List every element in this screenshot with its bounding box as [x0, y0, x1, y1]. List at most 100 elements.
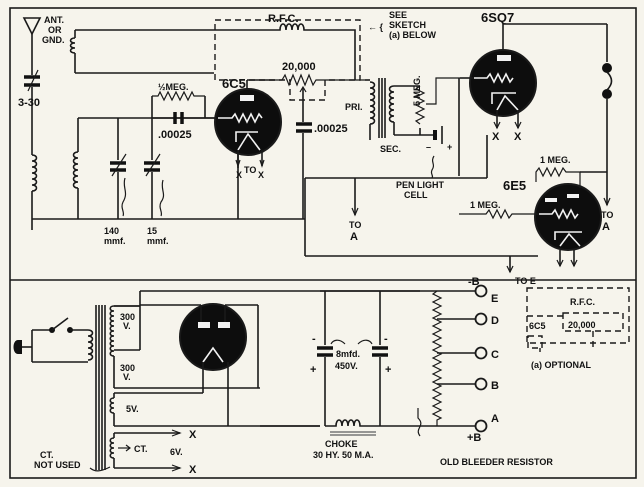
- hv-300v-1-value: 300: [120, 312, 135, 322]
- to-a-label-mid-1: TO: [349, 220, 361, 230]
- pen-light-label-2: CELL: [404, 190, 428, 200]
- transformer-secondary-label: SEC.: [380, 144, 401, 154]
- filter-capacitor-1: [317, 346, 333, 357]
- grid-leak-resistor: [152, 90, 205, 102]
- terminal-a[interactable]: [474, 419, 488, 433]
- regen-potentiometer: [275, 73, 365, 87]
- terminal-c[interactable]: [474, 346, 488, 360]
- terminal-d[interactable]: [474, 312, 488, 326]
- ac-plug: [13, 340, 32, 354]
- tube-6e5: [534, 183, 602, 251]
- terminal-c-label: C: [491, 349, 499, 361]
- terminal-e-label: E: [491, 293, 498, 305]
- ct-not-used-line-1: CT.: [40, 450, 54, 460]
- filter-capacitor-2: [372, 346, 388, 357]
- bleeder-label: OLD BLEEDER RESISTOR: [440, 457, 553, 467]
- tuning-cap-15-unit: mmf.: [147, 236, 169, 246]
- heater-to-x-label-1: X: [236, 170, 242, 180]
- antenna-trimmer-capacitor: [24, 69, 40, 155]
- 6sq7-heater-x-1: X: [492, 131, 500, 143]
- see-sketch-line-1: SEE: [389, 10, 407, 20]
- terminal-d-label: D: [491, 315, 499, 327]
- tuning-cap-140-value: 140: [104, 226, 119, 236]
- pen-light-label-1: PEN LIGHT: [396, 180, 445, 190]
- 5v-filament-coil: [109, 397, 115, 414]
- terminal-b-label: B: [491, 380, 499, 392]
- inset-pot-label: 20,000: [568, 320, 596, 330]
- fil-6v-x-1: X: [189, 429, 197, 441]
- minus-b-label: -B: [468, 276, 480, 288]
- tickler-coil: [69, 37, 76, 54]
- inset-tube-label: 6C5: [529, 321, 546, 331]
- plus-b-label: +B: [467, 432, 481, 444]
- see-sketch-line-3: (a) BELOW: [389, 30, 437, 40]
- filter-cap-value: 8mfd.: [336, 349, 360, 359]
- filter-cap-voltage: 450V.: [335, 361, 358, 371]
- cell-plus: +: [447, 142, 452, 152]
- tube-6sq7: [469, 49, 537, 117]
- rfc-choke: [230, 23, 356, 80]
- inset-caption: (a) OPTIONAL: [531, 360, 592, 370]
- hv-300v-2-value: 300: [120, 363, 135, 373]
- power-primary-coil: [87, 329, 94, 361]
- regen-pot-value: 20,000: [282, 61, 316, 73]
- frame-border: [9, 7, 637, 479]
- cap2-plus: +: [385, 364, 391, 376]
- to-a-label-right-1: TO: [601, 210, 613, 220]
- tuning-capacitor-140: [110, 118, 127, 219]
- antenna-label-3: GND.: [42, 35, 65, 45]
- tuning-cap-15-value: 15: [147, 226, 157, 236]
- terminal-b[interactable]: [474, 377, 488, 391]
- filter-choke: [325, 419, 380, 427]
- ct-not-used-line-2: NOT USED: [34, 460, 81, 470]
- 6v-filament-coil: [109, 437, 115, 459]
- see-sketch-arrow: ← {: [368, 22, 384, 32]
- tube-6sq7-label: 6SQ7: [481, 10, 514, 25]
- power-switch: [49, 317, 73, 333]
- grid-capacitor: [173, 112, 184, 124]
- volume-pot-label: 5 MEG.: [412, 75, 422, 106]
- eye-resistor-1-label: 1 MEG.: [540, 155, 571, 165]
- eye-plate-resistor: [535, 166, 581, 188]
- grid-capacitor-value: .00025: [158, 129, 192, 141]
- pen-light-cell: [433, 126, 443, 144]
- choke-rating: 30 HY. 50 M.A.: [313, 450, 374, 460]
- hv-300v-1-unit: V.: [123, 321, 131, 331]
- cell-minus: –: [426, 142, 431, 152]
- ct-label: CT.: [134, 444, 148, 454]
- tube-6c5: [214, 88, 282, 156]
- 6sq7-heater-x-2: X: [514, 131, 522, 143]
- hv-secondary-coil: [109, 305, 115, 357]
- antenna-capacitor-value: 3-30: [18, 97, 40, 109]
- grid-tuning-coil: [72, 151, 79, 189]
- transformer-primary-label: PRI.: [345, 102, 363, 112]
- fil-5v-label: 5V.: [126, 404, 139, 414]
- terminal-a-label: A: [491, 413, 499, 425]
- tube-rectifier: [179, 303, 247, 371]
- antenna: [22, 17, 42, 75]
- to-a-label-right-2: A: [602, 221, 610, 233]
- fil-6v-label: 6V.: [170, 447, 183, 457]
- heater-to-label: TO: [244, 165, 256, 175]
- cap1-minus: -: [312, 333, 316, 345]
- tuning-cap-140-unit: mmf.: [104, 236, 126, 246]
- bypass-capacitor-value: .00025: [314, 123, 348, 135]
- terminal-e[interactable]: [474, 284, 488, 298]
- audio-transformer: [365, 78, 395, 140]
- tube-6c5-label: 6C5: [222, 76, 246, 91]
- eye-grid-resistor: [459, 208, 539, 220]
- bypass-capacitor: [296, 122, 312, 133]
- to-e-label: TO E: [515, 276, 536, 286]
- hv-300v-2-unit: V.: [123, 372, 131, 382]
- see-sketch-line-2: SKETCH: [389, 20, 426, 30]
- tuning-capacitor-15: [144, 118, 161, 219]
- heater-to-x-label-2: X: [258, 170, 264, 180]
- to-a-label-mid-2: A: [350, 231, 358, 243]
- inset-rfc-label: R.F.C.: [570, 297, 595, 307]
- eye-resistor-2-label: 1 MEG.: [470, 200, 501, 210]
- antenna-label-2: OR: [48, 25, 62, 35]
- optional-circuit-box: [214, 19, 361, 101]
- inset-sketch-a: [526, 287, 630, 352]
- cap2-minus: -: [384, 333, 388, 345]
